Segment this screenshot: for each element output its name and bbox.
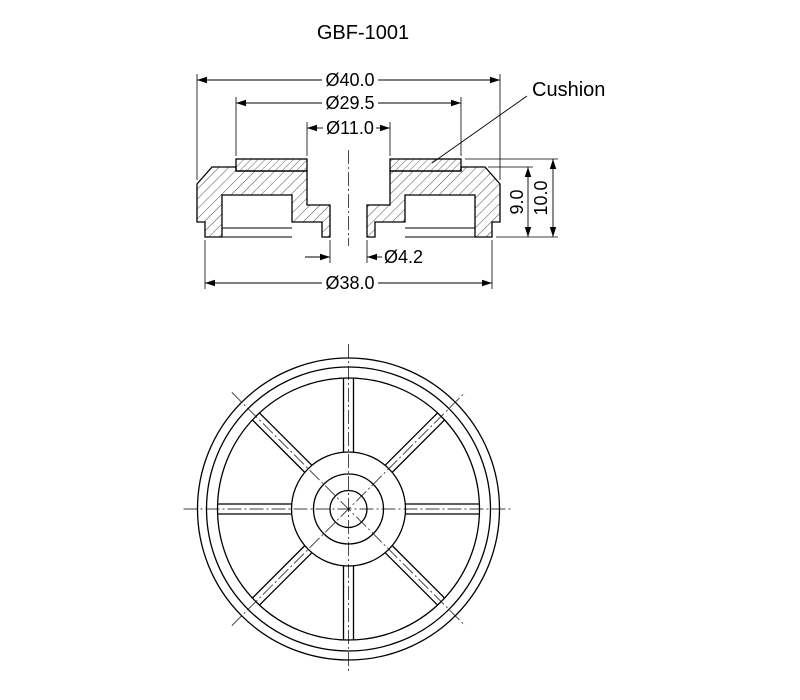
dimension-total-height: 10.0	[531, 180, 551, 215]
body-section-right	[366, 166, 501, 238]
rib-edge-line	[259, 412, 313, 466]
dimension-cushion-diameter: Ø29.5	[325, 93, 374, 113]
cushion-section-right	[389, 158, 462, 172]
rib-edge-line	[391, 419, 446, 473]
body-section-left	[196, 166, 331, 238]
cushion-label: Cushion	[532, 79, 605, 101]
cushion-section-left	[235, 158, 308, 172]
dimension-body-height: 9.0	[507, 189, 527, 214]
cushion-leader-line	[431, 95, 528, 164]
rib-edge-line	[259, 552, 313, 606]
ribs	[217, 378, 480, 640]
dimension-base-diameter: Ø38.0	[325, 273, 374, 293]
dimension-hole-diameter: Ø4.2	[384, 247, 423, 267]
section-view: Ø40.0 Ø29.5 Ø11.0 Ø4.2 Ø38.0 9.0 10.0 Cu…	[196, 70, 605, 293]
dimension-outer-diameter: Ø40.0	[325, 70, 374, 90]
rib-edge-line	[391, 545, 446, 599]
rib-edge-line	[251, 545, 306, 599]
rib-edge-line	[384, 412, 438, 466]
rib-edge-line	[384, 552, 438, 606]
rib-edge-line	[251, 419, 306, 473]
drawing-title: GBF-1001	[317, 22, 409, 44]
bottom-view	[183, 344, 514, 674]
bottom-centerline-diagonal	[231, 392, 466, 626]
dimension-counterbore-diameter: Ø11.0	[326, 118, 374, 138]
